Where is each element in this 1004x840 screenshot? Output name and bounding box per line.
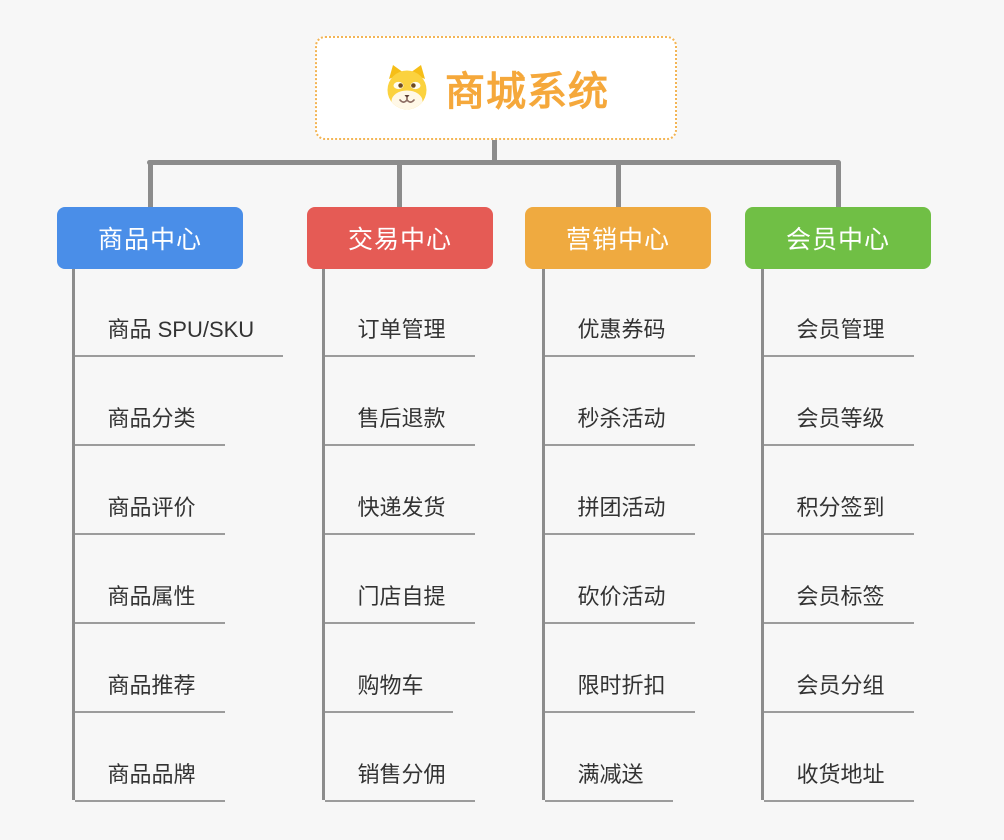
leaf-item[interactable]: 会员等级	[763, 402, 914, 446]
leaf-column-products: 商品 SPU/SKU 商品分类商品评价商品属性商品推荐商品品牌	[71, 269, 325, 802]
leaf-item[interactable]: 优惠券码	[544, 313, 695, 357]
leaf-item[interactable]: 订单管理	[324, 313, 475, 357]
branch-label: 会员中心	[785, 226, 890, 254]
connector-drop-3	[616, 162, 621, 210]
connector-drop-4	[835, 162, 841, 210]
leaf-item[interactable]: 商品评价	[74, 491, 225, 535]
leaf-item[interactable]: 门店自提	[324, 580, 475, 624]
leaf-item[interactable]: 购物车	[324, 669, 453, 713]
branch-box-products[interactable]: 商品中心	[57, 207, 243, 269]
leaf-item[interactable]: 积分签到	[763, 491, 914, 535]
leaf-item[interactable]: 秒杀活动	[544, 402, 695, 446]
branch-box-members[interactable]: 会员中心	[745, 207, 931, 269]
leaf-item[interactable]: 售后退款	[324, 402, 475, 446]
leaf-item[interactable]: 砍价活动	[544, 580, 695, 624]
leaf-item[interactable]: 会员标签	[763, 580, 914, 624]
leaf-item[interactable]: 商品推荐	[74, 669, 225, 713]
branch-box-trade[interactable]: 交易中心	[307, 207, 493, 269]
branch-label: 营销中心	[565, 226, 670, 254]
leaf-item[interactable]: 限时折扣	[544, 669, 695, 713]
leaf-item[interactable]: 会员管理	[763, 313, 914, 357]
connector-root-stem	[492, 140, 497, 163]
connector-horizontal-bar	[147, 160, 841, 165]
connector-drop-1	[147, 162, 153, 210]
leaf-item[interactable]: 会员分组	[763, 669, 914, 713]
leaf-item[interactable]: 商品 SPU/SKU	[74, 313, 284, 357]
root-title: 商城系统	[445, 70, 609, 114]
leaf-item[interactable]: 满减送	[544, 758, 673, 802]
leaf-item[interactable]: 商品品牌	[74, 758, 225, 802]
branch-box-marketing[interactable]: 营销中心	[525, 207, 711, 269]
leaf-item[interactable]: 拼团活动	[544, 491, 695, 535]
leaf-column-marketing: 优惠券码秒杀活动拼团活动砍价活动限时折扣满减送	[541, 269, 795, 802]
leaf-item[interactable]: 快递发货	[324, 491, 475, 535]
leaf-column-members: 会员管理会员等级积分签到会员标签会员分组收货地址	[760, 269, 1004, 802]
branch-label: 商品中心	[97, 226, 202, 254]
dog-icon	[387, 65, 427, 110]
connector-drop-2	[397, 162, 402, 210]
leaf-item[interactable]: 收货地址	[763, 758, 914, 802]
leaf-item[interactable]: 销售分佣	[324, 758, 475, 802]
leaf-item[interactable]: 商品属性	[74, 580, 225, 624]
leaf-item[interactable]: 商品分类	[74, 402, 225, 446]
root-node[interactable]: 商城系统	[315, 36, 677, 140]
branch-label: 交易中心	[347, 226, 452, 254]
leaf-column-trade: 订单管理售后退款快递发货门店自提购物车销售分佣	[321, 269, 575, 802]
